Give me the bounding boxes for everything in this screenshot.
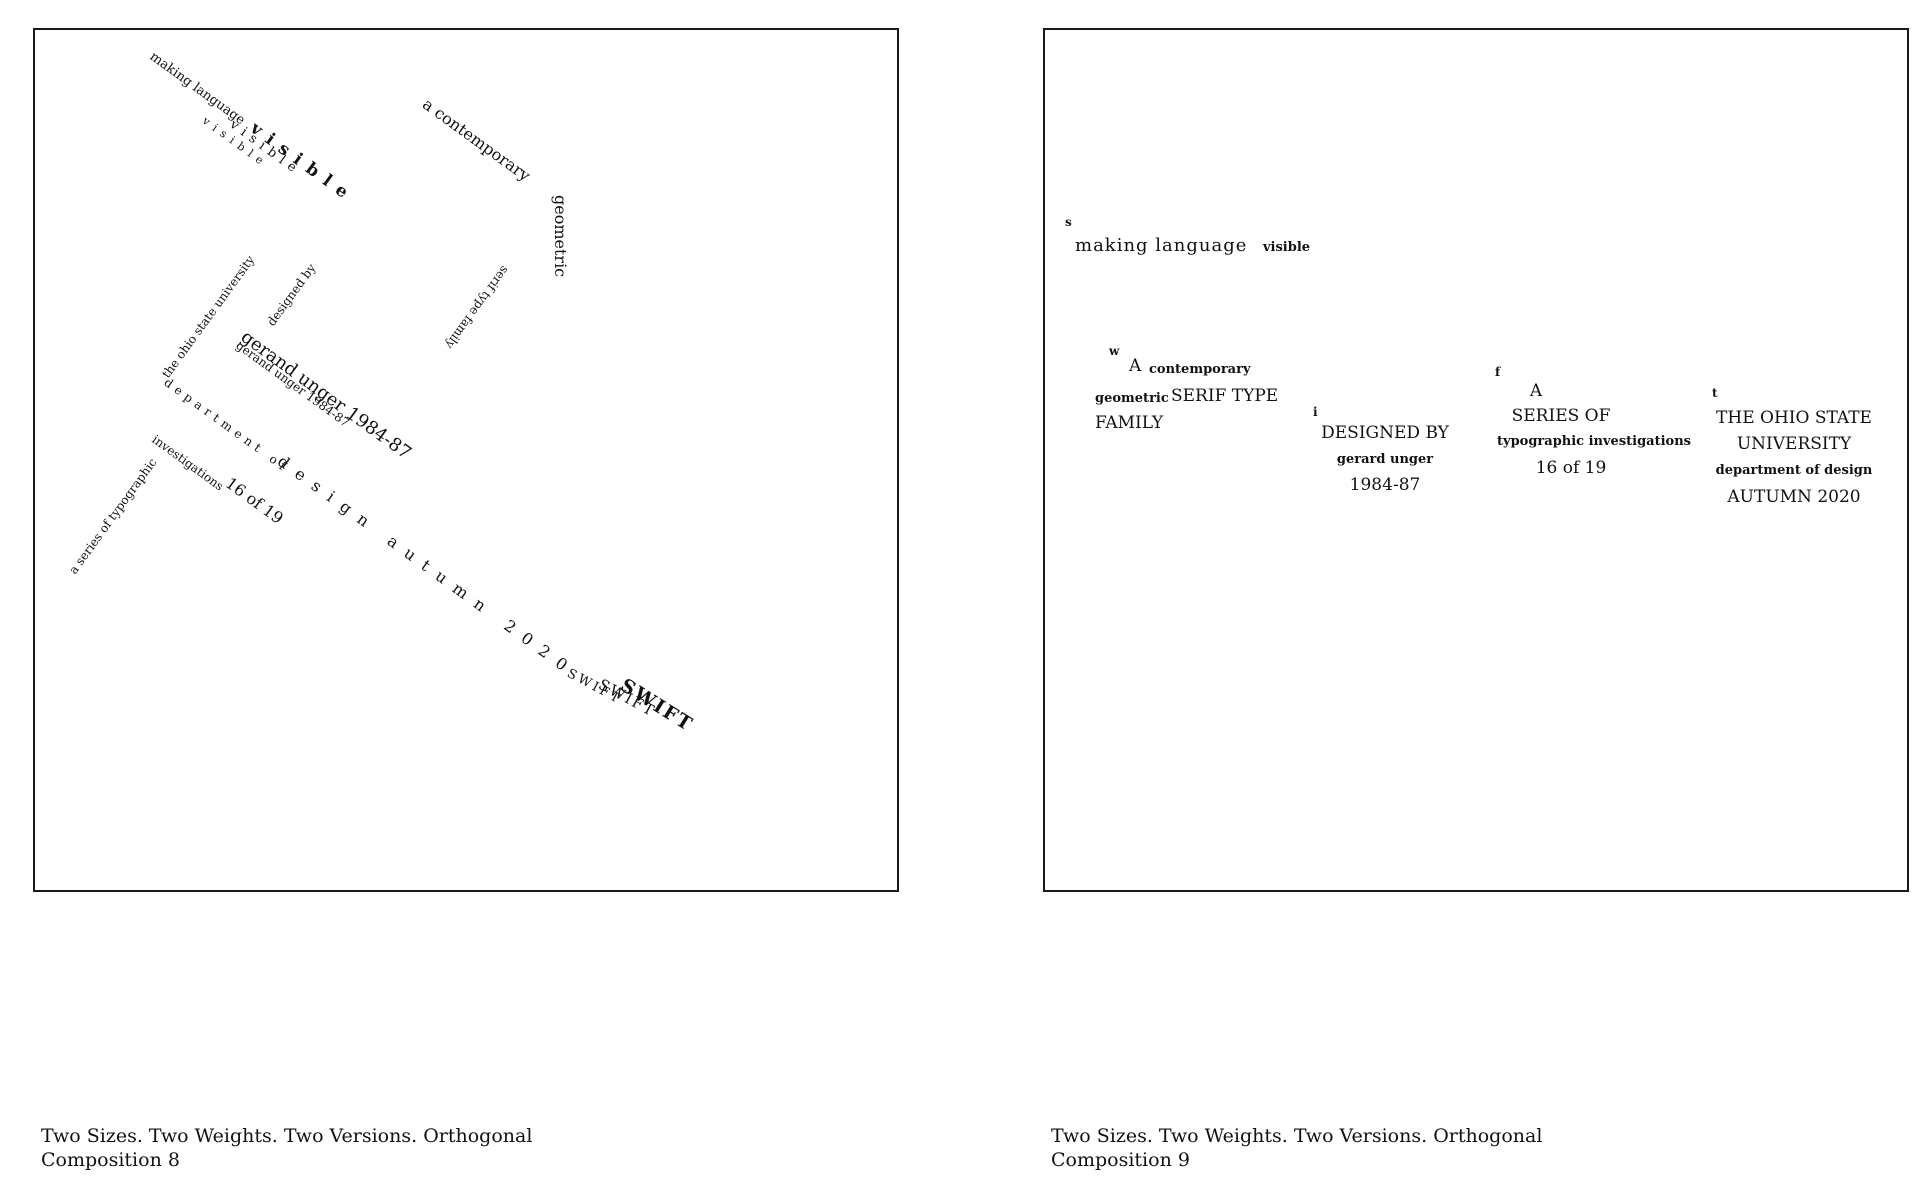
letter-t-text: t bbox=[1712, 386, 1718, 400]
design-autumn-2020-text: design autumn 2020 bbox=[274, 451, 581, 682]
designed-by-text: DESIGNED BY bbox=[1321, 423, 1449, 443]
sixteen-of-19-text: 16 of 19 bbox=[1535, 458, 1607, 478]
designed-by-text: designed by bbox=[264, 261, 319, 329]
visible-text: visible bbox=[1263, 240, 1311, 255]
caption-composition-8: Two Sizes. Two Weights. Two Versions. Or… bbox=[41, 1124, 532, 1172]
letter-i-text: i bbox=[1313, 405, 1318, 419]
caption-line-1: Two Sizes. Two Weights. Two Versions. Or… bbox=[41, 1125, 533, 1147]
sixteen-of-19-text: 16 of 19 bbox=[222, 473, 287, 528]
series-of-text: SERIES OF bbox=[1511, 406, 1611, 426]
caption-composition-9: Two Sizes. Two Weights. Two Versions. Or… bbox=[1051, 1124, 1542, 1172]
geometric-text: geometric bbox=[551, 195, 570, 278]
serif-type-text: SERIF TYPE bbox=[1171, 386, 1279, 406]
geometric-text: geometric bbox=[1095, 391, 1169, 406]
typographic-investigations-text: typographic investigations bbox=[1497, 434, 1691, 449]
autumn-2020-text: AUTUMN 2020 bbox=[1727, 487, 1861, 507]
gerard-unger-text: gerard unger bbox=[1336, 452, 1434, 467]
ohio-state-university-text: the ohio state university bbox=[159, 252, 258, 381]
serif-type-family-text: serif type family bbox=[442, 263, 512, 352]
series-typographic-text: a series of typographic bbox=[66, 455, 160, 577]
composition-8-panel: making language visible visible visible … bbox=[33, 28, 899, 892]
caption-line-2: Composition 9 bbox=[1051, 1149, 1190, 1171]
the-ohio-state-text: THE OHIO STATE bbox=[1716, 408, 1872, 428]
investigations-text: investigations bbox=[149, 432, 227, 494]
gerand-unger-small-text: gerand unger 1984-87 bbox=[233, 338, 353, 430]
department-of-design-text: department of design bbox=[1715, 463, 1873, 478]
caption-line-1: Two Sizes. Two Weights. Two Versions. Or… bbox=[1051, 1125, 1543, 1147]
letter-f-text: f bbox=[1495, 365, 1501, 379]
letter-s-text: s bbox=[1065, 215, 1072, 229]
contemporary-text: contemporary bbox=[1149, 362, 1251, 377]
caption-line-2: Composition 8 bbox=[41, 1149, 180, 1171]
university-text: UNIVERSITY bbox=[1736, 434, 1852, 454]
making-language-text: making language bbox=[146, 49, 248, 129]
composition-9-panel: s making language visible w A contempora… bbox=[1043, 28, 1909, 892]
a-contemporary-text: a contemporary bbox=[419, 94, 535, 186]
a-text: A bbox=[1129, 356, 1142, 376]
a-2-text: A bbox=[1529, 381, 1543, 401]
years-text: 1984-87 bbox=[1349, 475, 1421, 495]
family-text: FAMILY bbox=[1095, 413, 1164, 433]
making-language-text: making language bbox=[1075, 235, 1248, 256]
letter-w-text: w bbox=[1109, 344, 1120, 358]
